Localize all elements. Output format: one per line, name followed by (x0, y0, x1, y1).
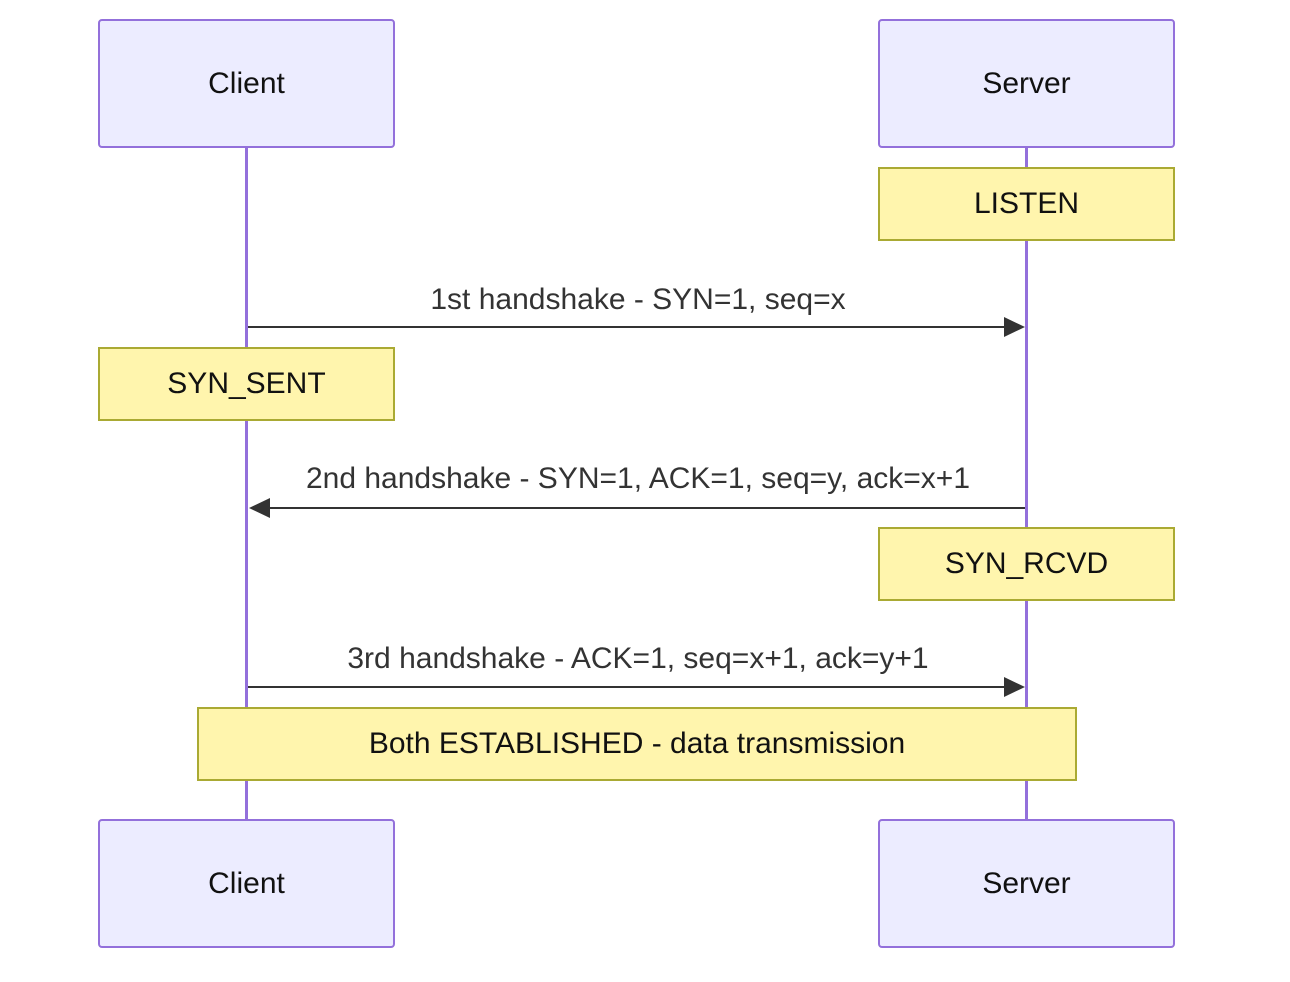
note-listen-label: LISTEN (973, 187, 1080, 220)
message-2-arrow (249, 498, 1025, 518)
note-listen: LISTEN (878, 167, 1175, 241)
client-actor-bottom-label: Client (208, 866, 285, 900)
note-syn-rcvd: SYN_RCVD (878, 527, 1175, 601)
client-actor-top-label: Client (208, 66, 285, 100)
server-actor-top: Server (878, 19, 1175, 148)
client-actor-top: Client (98, 19, 395, 148)
server-lifeline (1025, 148, 1028, 821)
message-1-arrow (248, 317, 1025, 337)
note-established: Both ESTABLISHED - data transmission (197, 707, 1077, 781)
client-lifeline (245, 148, 248, 821)
server-actor-bottom-label: Server (982, 866, 1071, 900)
server-actor-top-label: Server (982, 66, 1071, 100)
note-syn-sent: SYN_SENT (98, 347, 395, 421)
server-actor-bottom: Server (878, 819, 1175, 948)
client-actor-bottom: Client (98, 819, 395, 948)
message-3-arrow (248, 677, 1025, 697)
note-syn-rcvd-label: SYN_RCVD (944, 547, 1109, 580)
message-1-label: 1st handshake - SYN=1, seq=x (430, 283, 846, 316)
note-syn-sent-label: SYN_SENT (167, 367, 326, 400)
message-3-label: 3rd handshake - ACK=1, seq=x+1, ack=y+1 (347, 642, 929, 675)
message-2-label: 2nd handshake - SYN=1, ACK=1, seq=y, ack… (305, 462, 971, 495)
note-established-label: Both ESTABLISHED - data transmission (368, 727, 906, 760)
